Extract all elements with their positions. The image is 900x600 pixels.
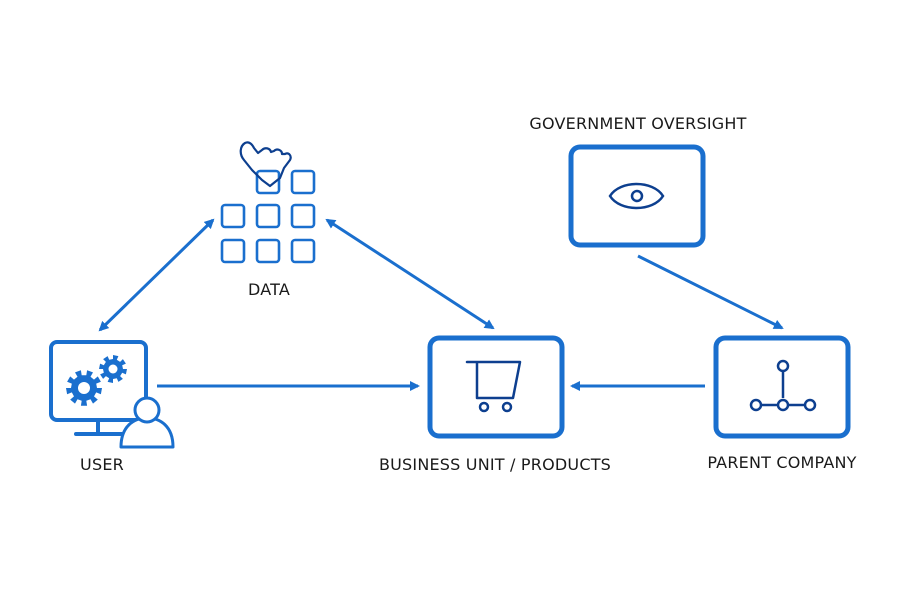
data-cell [290,203,316,229]
data-cell [220,203,246,229]
person-icon [119,396,175,449]
parent-company-label: PARENT COMPANY [707,453,857,472]
user-label: USER [80,455,124,474]
monitor-gears-user-icon [49,340,175,449]
edges [98,218,784,391]
data-cell [220,238,246,264]
gear-icon [66,370,102,406]
shopping-cart-icon [465,360,522,413]
data-grid-hand-icon [220,141,316,264]
government-oversight-box [568,144,706,248]
government-oversight-label: GOVERNMENT OVERSIGHT [529,114,747,133]
business-unit-box [427,335,565,439]
eye-icon [608,182,665,210]
parent-company-node [713,335,851,439]
hand-icon [239,141,292,188]
edge-user-data [98,218,215,332]
data-cell [255,203,281,229]
person-head [133,396,161,424]
government-oversight-node [568,144,706,248]
gear-hole [108,364,118,374]
data-cell [290,169,316,195]
gear-icon [99,355,127,383]
edge-government-parent [637,254,784,330]
data-label: DATA [247,280,291,299]
data-cell [255,169,281,195]
data-cell [255,238,281,264]
business-unit-label: BUSINESS UNIT / PRODUCTS [378,455,612,474]
gear-hole [78,382,90,394]
edge-data-business [325,218,495,330]
business-unit-node [427,335,565,439]
hierarchy-icon [749,359,817,412]
data-cell [290,238,316,264]
